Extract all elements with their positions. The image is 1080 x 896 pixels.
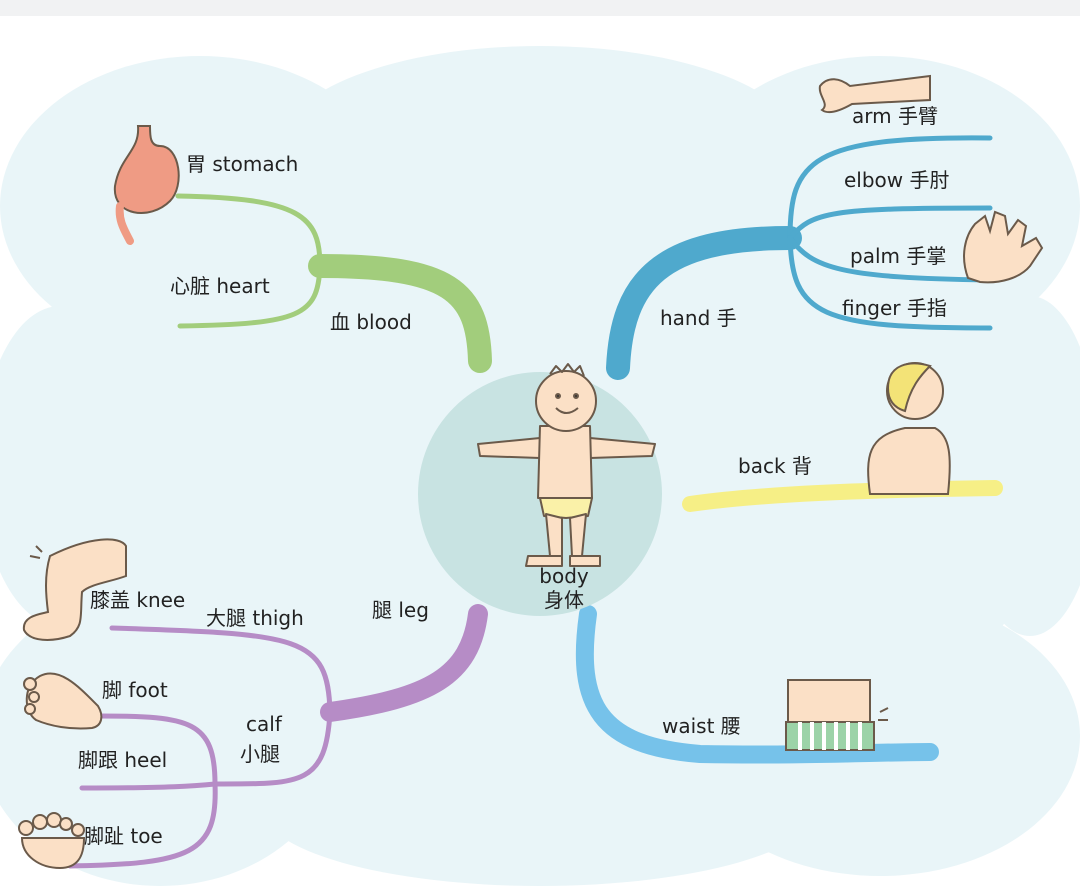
label-waist: waist 腰 [662, 714, 741, 738]
back-person-icon [867, 362, 951, 495]
center-label: body 身体 [504, 564, 624, 612]
child-figure [477, 363, 656, 567]
label-toe: 脚趾 toe [84, 824, 163, 848]
branch-hand [606, 135, 993, 380]
label-foot: 脚 foot [102, 678, 168, 702]
center-label-zh: 身体 [544, 588, 584, 612]
label-elbow: elbow 手肘 [844, 168, 950, 192]
label-finger: finger 手指 [842, 296, 947, 320]
label-leg: 腿 leg [372, 598, 429, 622]
label-hand: hand 手 [660, 306, 737, 330]
label-palm: palm 手掌 [850, 244, 947, 268]
label-calf-en: calf [246, 712, 282, 736]
mind-map-drawing [0, 46, 1080, 886]
label-thigh: 大腿 thigh [206, 606, 304, 630]
branch-waist [575, 605, 939, 764]
center-label-en: body [539, 564, 589, 588]
label-calf-zh: 小腿 [240, 742, 280, 766]
mind-map-canvas: 胃 stomach 心脏 heart 血 blood arm 手臂 elbow … [0, 16, 1080, 896]
label-back: back 背 [738, 454, 812, 478]
label-stomach: 胃 stomach [186, 152, 299, 176]
knee-icon [22, 538, 127, 641]
foot-icon [23, 672, 103, 730]
label-arm: arm 手臂 [852, 104, 938, 128]
toes-icon [18, 812, 86, 870]
arm-icon [818, 74, 931, 114]
stomach-icon [113, 125, 180, 245]
branch-leg [67, 604, 488, 869]
label-heart: 心脏 heart [170, 274, 270, 298]
label-knee: 膝盖 knee [90, 588, 186, 612]
label-heel: 脚跟 heel [78, 748, 168, 772]
branch-blood [175, 193, 492, 373]
palm-icon [963, 210, 1044, 284]
waist-icon [785, 679, 889, 751]
label-blood: 血 blood [330, 310, 412, 334]
